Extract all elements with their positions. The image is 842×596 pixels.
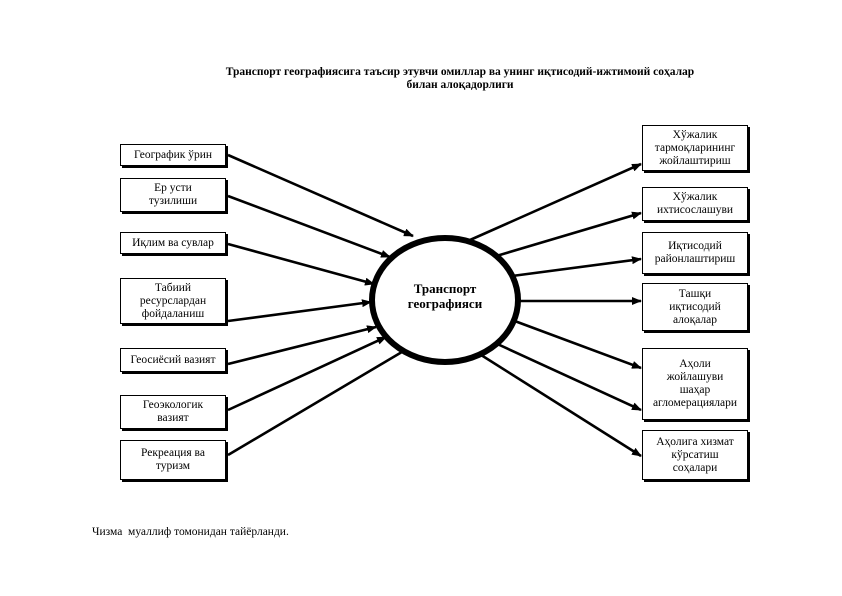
effect-box-population-services: Аҳолига хизмат кўрсатиш соҳалари bbox=[642, 430, 748, 480]
arrow-to-settlement-agglomeration bbox=[492, 340, 642, 412]
factor-box-natural-resources: Табиий ресурслардан фойдаланиш bbox=[120, 278, 226, 324]
diagram-title-line-1: Транспорт географиясига таъсир этувчи ом… bbox=[225, 66, 695, 78]
effect-box-economic-location: Хўжалик тармоқларининг жойлаштириш bbox=[642, 125, 748, 171]
effect-box-foreign-relations: Ташқи иқтисодий алоқалар bbox=[642, 283, 748, 331]
arrow-to-population-settlement bbox=[511, 318, 642, 370]
factor-box-geographic-position: Географик ўрин bbox=[120, 144, 226, 166]
center-ellipse bbox=[369, 235, 521, 365]
factor-box-geoecological-situation: Геоэкологик вазият bbox=[120, 395, 226, 429]
arrow-from-natural-resources bbox=[227, 299, 372, 323]
factor-box-geopolitical-situation: Геосиёсий вазият bbox=[120, 348, 226, 372]
arrow-to-economic-zoning bbox=[511, 256, 642, 278]
effect-box-population-settlement: Аҳоли жойлашуви шаҳар агломерациялари bbox=[642, 348, 748, 420]
arrow-from-recreation bbox=[227, 344, 413, 457]
effect-box-specialization: Хўжалик ихтисослашуви bbox=[642, 187, 748, 221]
center-label: Транспорт географияси bbox=[407, 281, 483, 311]
figure-caption: Чизма муаллиф томонидан тайёрланди. bbox=[92, 526, 289, 538]
arrow-to-population-services bbox=[469, 346, 642, 458]
arrow-group bbox=[227, 153, 642, 458]
factor-box-climate-water: Иқлим ва сувлар bbox=[120, 232, 226, 254]
arrow-from-geographic-position bbox=[227, 153, 414, 238]
diagram-title: Транспорт географиясига таъсир этувчи ом… bbox=[200, 66, 720, 92]
arrow-to-economic-location bbox=[469, 162, 642, 242]
factor-box-relief: Ер усти тузилиши bbox=[120, 178, 226, 212]
diagram-title-line-2: билан алоқадорлиги bbox=[406, 79, 514, 91]
arrow-to-specialization bbox=[492, 211, 642, 259]
arrow-from-climate-water bbox=[227, 242, 375, 286]
arrow-from-relief bbox=[227, 194, 391, 259]
arrow-from-geopolitical bbox=[227, 325, 377, 366]
effect-box-economic-zoning: Иқтисодий районлаштириш bbox=[642, 232, 748, 274]
factor-box-recreation-tourism: Рекреация ва туризм bbox=[120, 440, 226, 480]
arrow-from-geoecological bbox=[227, 335, 387, 412]
